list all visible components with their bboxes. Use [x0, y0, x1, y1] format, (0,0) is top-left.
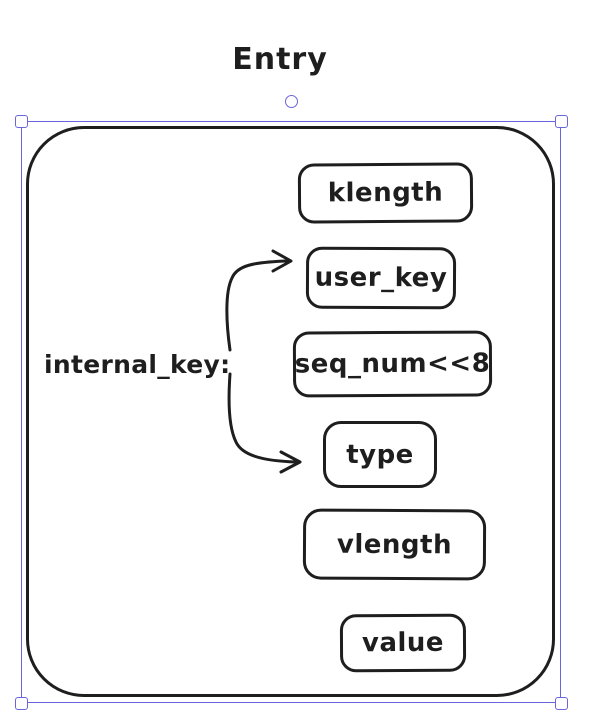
box-user-key[interactable]: user_key [305, 246, 457, 310]
entry-title-text[interactable]: Entry [232, 42, 328, 77]
box-user-key-label: user_key [314, 262, 448, 294]
resize-handle-sw[interactable] [15, 697, 28, 710]
rotate-handle-icon[interactable] [285, 95, 298, 108]
box-vlength-label: vlength [336, 529, 453, 560]
resize-handle-se[interactable] [555, 697, 568, 710]
box-seq-num[interactable]: seq_num<<8 [292, 330, 493, 398]
box-klength-label: klength [327, 177, 444, 209]
box-value-label: value [361, 627, 445, 659]
entry-container-shape[interactable] [26, 126, 555, 697]
resize-handle-nw[interactable] [15, 115, 28, 128]
selection-box [21, 121, 561, 703]
box-klength[interactable]: klength [297, 162, 474, 224]
box-seq-num-label: seq_num<<8 [294, 348, 491, 380]
box-type-label: type [346, 439, 414, 470]
box-value[interactable]: value [339, 613, 467, 673]
box-vlength[interactable]: vlength [302, 508, 487, 581]
resize-handle-ne[interactable] [555, 115, 568, 128]
internal-key-label[interactable]: internal_key: [44, 350, 231, 379]
box-type[interactable]: type [323, 421, 437, 488]
